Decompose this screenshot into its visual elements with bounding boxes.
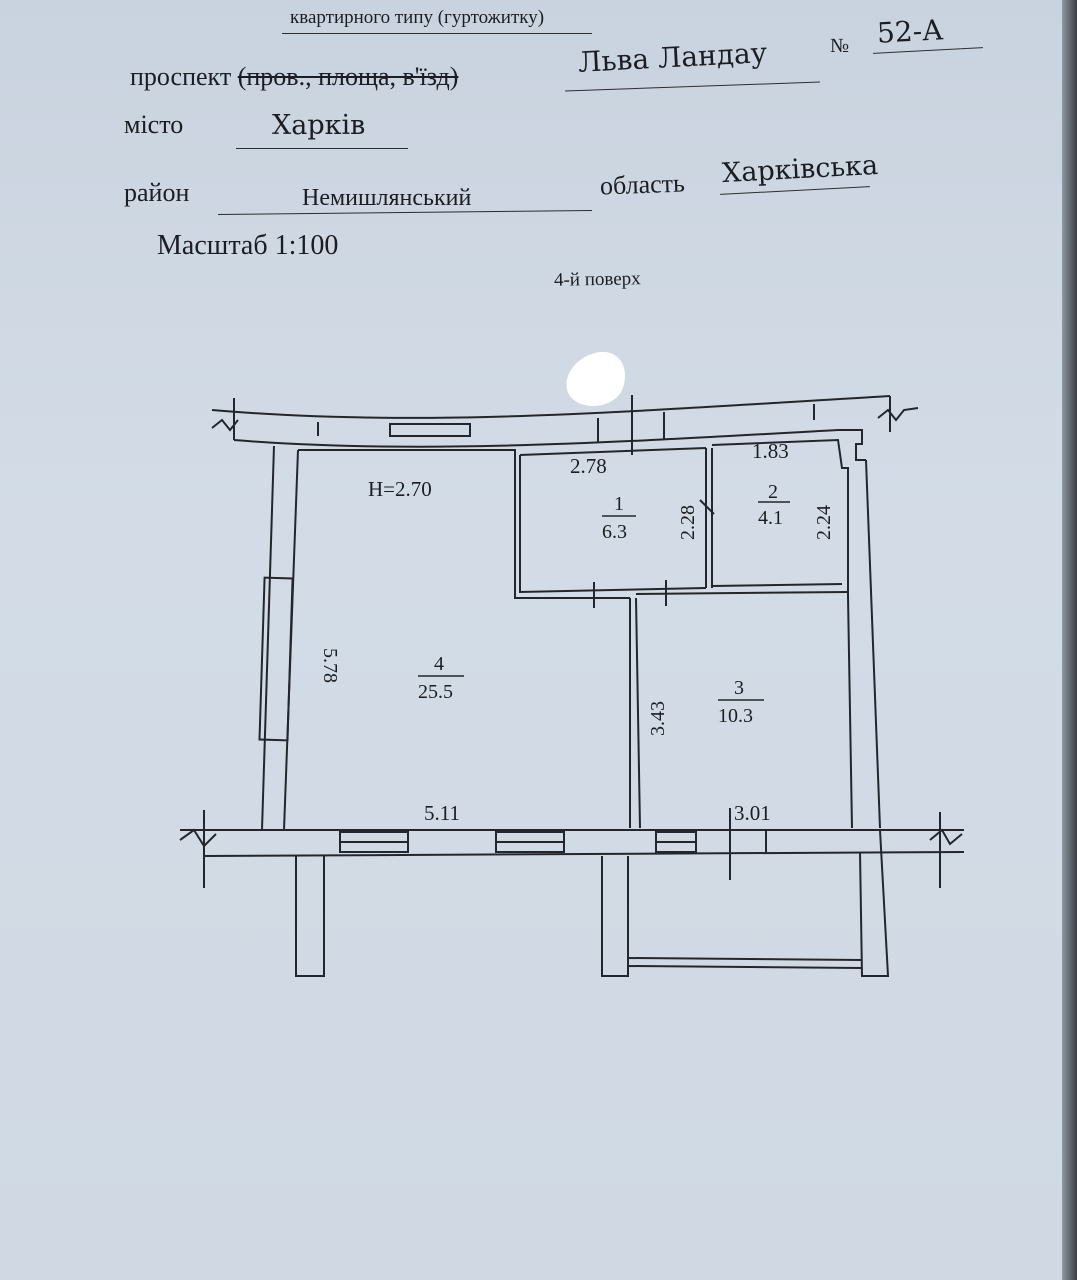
city-value: Харків xyxy=(272,110,366,141)
bottom-wall-outer xyxy=(203,851,965,857)
room2-top-right-wall xyxy=(711,438,849,596)
loggia-rail-b xyxy=(627,965,863,969)
dim-room3-width: 3.01 xyxy=(734,801,771,825)
top-wall-outer xyxy=(211,395,891,419)
top-left-break-mark xyxy=(211,418,239,432)
room1-number: 1 xyxy=(614,493,624,515)
number-label: № xyxy=(830,35,850,57)
dim-room2-depth: 2.24 xyxy=(813,505,835,540)
room3-left-wall-b xyxy=(635,597,641,829)
ceiling-height: H=2.70 xyxy=(368,477,432,501)
left-window xyxy=(258,576,294,742)
room3-area: 10.3 xyxy=(718,705,753,727)
bottom-left-break-mark xyxy=(179,828,217,848)
right-wall-outer xyxy=(865,459,881,829)
dim-room3-depth: 3.43 xyxy=(647,701,669,736)
dim-room4-width: 5.11 xyxy=(424,801,460,825)
room1-area: 6.3 xyxy=(602,521,627,543)
district-value: Немишлянський xyxy=(302,185,472,211)
room4-top-wall xyxy=(298,449,630,599)
right-wall-inner xyxy=(847,595,853,829)
room4-number: 4 xyxy=(434,653,444,675)
top-window xyxy=(389,423,471,437)
top-wall-inner xyxy=(233,429,839,448)
room3-top-wall xyxy=(635,591,849,595)
dim-room1-depth: 2.28 xyxy=(677,505,699,540)
dim-room4-depth: 5.78 xyxy=(319,648,341,683)
city-underline xyxy=(236,148,408,149)
dwelling-type-text: квартирного типу (гуртожитку) xyxy=(290,7,545,28)
street-type-prefix: проспект xyxy=(130,62,232,91)
room2-bottom-wall xyxy=(711,583,843,587)
street-type-struck: (пров., площа, в'їзд) xyxy=(237,62,459,91)
loggia-rail-a xyxy=(627,957,863,961)
top-right-break-mark xyxy=(877,407,919,422)
bottom-right-break-mark xyxy=(929,828,963,846)
dimension-tick-228 xyxy=(699,499,715,515)
dim-room1-width: 2.78 xyxy=(570,454,607,478)
dim-room2-width: 1.83 xyxy=(752,439,789,463)
scale-text: Масштаб 1:100 xyxy=(157,230,339,261)
loggia-right-wall xyxy=(859,829,890,977)
room1-left-bottom-wall xyxy=(519,455,707,594)
dwelling-type-underline xyxy=(282,33,592,34)
loggia-mid-wall xyxy=(601,856,629,977)
city-label: місто xyxy=(124,110,184,139)
room2-corner-notch xyxy=(838,429,866,461)
page-edge-shadow xyxy=(1062,0,1077,1280)
street-type-label: проспект (пров., площа, в'їзд) xyxy=(130,64,458,90)
room3-number: 3 xyxy=(734,677,744,699)
redaction-mark xyxy=(566,351,626,407)
room1-top-wall xyxy=(519,447,707,456)
loggia-left-wall xyxy=(295,856,325,977)
room2-area: 4.1 xyxy=(758,507,783,529)
left-wall-outer xyxy=(261,445,275,831)
district-label: район xyxy=(124,178,190,207)
room2-number: 2 xyxy=(768,481,778,503)
room4-area: 25.5 xyxy=(418,681,453,703)
